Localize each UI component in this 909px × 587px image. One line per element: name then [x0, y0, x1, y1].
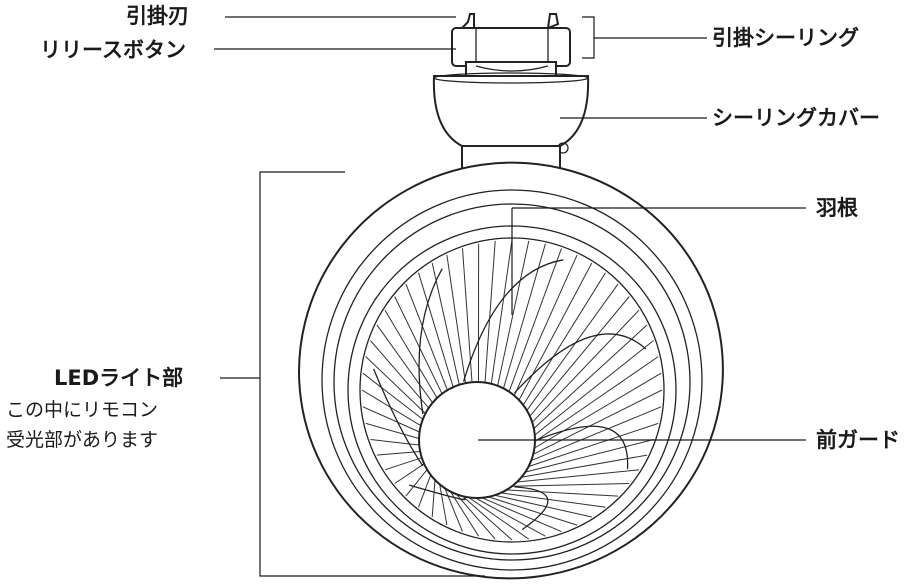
label-release-button: リリースボタン	[40, 40, 186, 61]
label-blades: 羽根	[816, 198, 858, 219]
ceiling-cover-shape	[434, 73, 588, 153]
fan-body	[272, 14, 750, 583]
label-hook-blade: 引掛刃	[126, 6, 189, 27]
label-ceiling-cover: シーリングカバー	[712, 108, 880, 129]
hook-ceiling-plug	[452, 14, 570, 80]
label-front-guard: 前ガード	[816, 430, 900, 451]
led-note-line1: この中にリモコン	[6, 398, 158, 424]
led-note-line2: 受光部があります	[6, 428, 158, 454]
label-led-light: LEDライト部	[54, 368, 183, 389]
led-light-ring	[272, 135, 750, 583]
label-hook-ceiling: 引掛シーリング	[712, 28, 859, 49]
